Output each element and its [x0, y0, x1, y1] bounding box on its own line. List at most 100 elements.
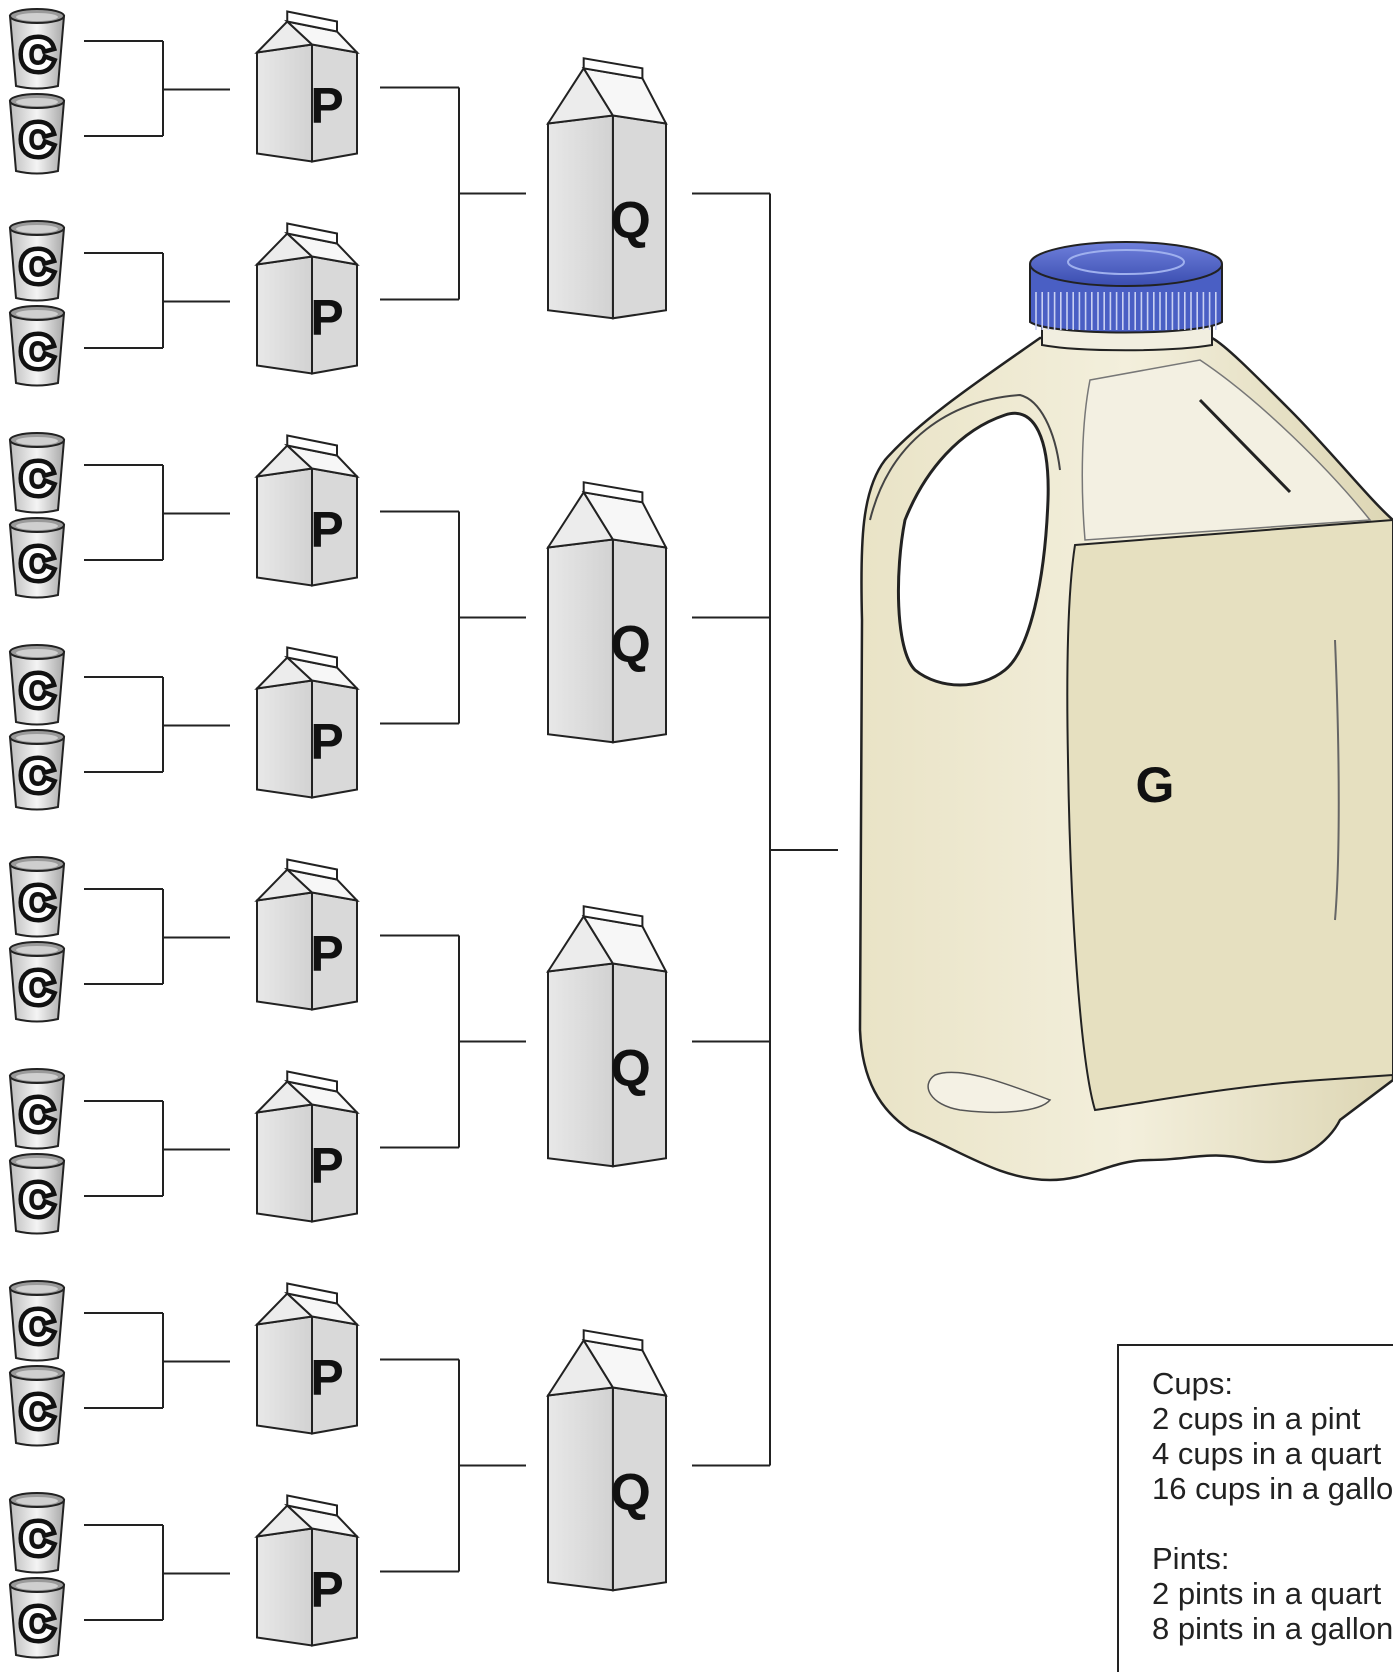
cup-label: C [21, 1176, 53, 1225]
cup-label: C [21, 1091, 53, 1140]
pint-carton-front [257, 45, 312, 162]
quart-carton-label: Q [610, 1464, 650, 1522]
cup: C [10, 9, 64, 89]
quart-carton-label: Q [610, 192, 650, 250]
pint-carton: P [257, 12, 357, 162]
cup-inner [16, 310, 58, 318]
cup-label: C [21, 455, 53, 504]
legend-pints-line: 2 pints in a quart [1152, 1576, 1393, 1611]
quart-carton-front [548, 1388, 613, 1591]
cup-inner [16, 1073, 58, 1081]
cup-inner [16, 946, 58, 954]
gallon-jug-illustration: G [860, 242, 1393, 1180]
cup-inner [16, 734, 58, 742]
quart-carton: Q [548, 906, 666, 1166]
pint-carton: P [257, 648, 357, 798]
legend-cups-line: 4 cups in a quart [1152, 1436, 1393, 1471]
pint-carton-label: P [310, 925, 343, 981]
cup: C [10, 1154, 64, 1234]
pint-carton-front [257, 257, 312, 374]
cup: C [10, 433, 64, 513]
cup: C [10, 730, 64, 810]
pint-carton-label: P [310, 1137, 343, 1193]
connector-lines [84, 41, 838, 1620]
conversion-legend: Cups: 2 cups in a pint 4 cups in a quart… [1117, 1344, 1393, 1672]
pint-carton-front [257, 469, 312, 586]
pint-carton: P [257, 1072, 357, 1222]
jug-front-panel [1067, 520, 1393, 1110]
pint-carton-label: P [310, 1349, 343, 1405]
legend-cups-line: 16 cups in a gallon [1152, 1471, 1393, 1506]
gallon-label: G [1136, 757, 1175, 813]
pint-carton: P [257, 1284, 357, 1434]
cup-inner [16, 522, 58, 530]
cup-label: C [21, 1600, 53, 1649]
quart-carton: Q [548, 1330, 666, 1590]
pint-carton: P [257, 436, 357, 586]
cup: C [10, 1366, 64, 1446]
pint-carton: P [257, 1496, 357, 1646]
pint-carton-front [257, 1529, 312, 1646]
jug-cap [1030, 242, 1222, 333]
quart-carton: Q [548, 482, 666, 742]
pint-carton-label: P [310, 1561, 343, 1617]
quart-carton-label: Q [610, 1040, 650, 1098]
quarts-column: Q Q Q Q [548, 58, 666, 1590]
pint-carton-label: P [310, 289, 343, 345]
gallon-jug: G [860, 242, 1393, 1180]
pint-carton: P [257, 224, 357, 374]
cup-label: C [21, 1388, 53, 1437]
pint-carton-front [257, 893, 312, 1010]
cup: C [10, 1578, 64, 1658]
cup-label: C [21, 879, 53, 928]
cup: C [10, 94, 64, 174]
cup: C [10, 518, 64, 598]
cup-label: C [21, 328, 53, 377]
quart-carton-front [548, 116, 613, 319]
cup-inner [16, 861, 58, 869]
cup-inner [16, 1158, 58, 1166]
cup-inner [16, 437, 58, 445]
cup: C [10, 1493, 64, 1573]
pint-carton-label: P [310, 713, 343, 769]
cup: C [10, 645, 64, 725]
pint-carton: P [257, 860, 357, 1010]
cup-inner [16, 1582, 58, 1590]
cup-label: C [21, 1515, 53, 1564]
cup-label: C [21, 243, 53, 292]
legend-spacer [1152, 1506, 1393, 1541]
cup: C [10, 1069, 64, 1149]
cup-inner [16, 13, 58, 21]
pint-carton-front [257, 1105, 312, 1222]
cup-inner [16, 1370, 58, 1378]
cup-label: C [21, 964, 53, 1013]
cup-label: C [21, 540, 53, 589]
cap-top [1030, 242, 1222, 286]
pints-column: P P P P P P P P [257, 12, 357, 1646]
cup-inner [16, 1285, 58, 1293]
quart-carton-front [548, 964, 613, 1167]
cup-label: C [21, 752, 53, 801]
pint-carton-label: P [310, 77, 343, 133]
legend-cups-heading: Cups: [1152, 1366, 1393, 1401]
legend-cups-line: 2 cups in a pint [1152, 1401, 1393, 1436]
pint-carton-front [257, 681, 312, 798]
cup-label: C [21, 667, 53, 716]
cup-label: C [21, 116, 53, 165]
legend-pints-heading: Pints: [1152, 1541, 1393, 1576]
cup-inner [16, 98, 58, 106]
quart-carton-front [548, 540, 613, 743]
cup: C [10, 1281, 64, 1361]
cup: C [10, 306, 64, 386]
quart-carton: Q [548, 58, 666, 318]
legend-pints-line: 8 pints in a gallon [1152, 1611, 1393, 1646]
cup-inner [16, 649, 58, 657]
cup: C [10, 857, 64, 937]
cup: C [10, 942, 64, 1022]
pint-carton-label: P [310, 501, 343, 557]
cup-label: C [21, 1303, 53, 1352]
pint-carton-front [257, 1317, 312, 1434]
cup-inner [16, 225, 58, 233]
